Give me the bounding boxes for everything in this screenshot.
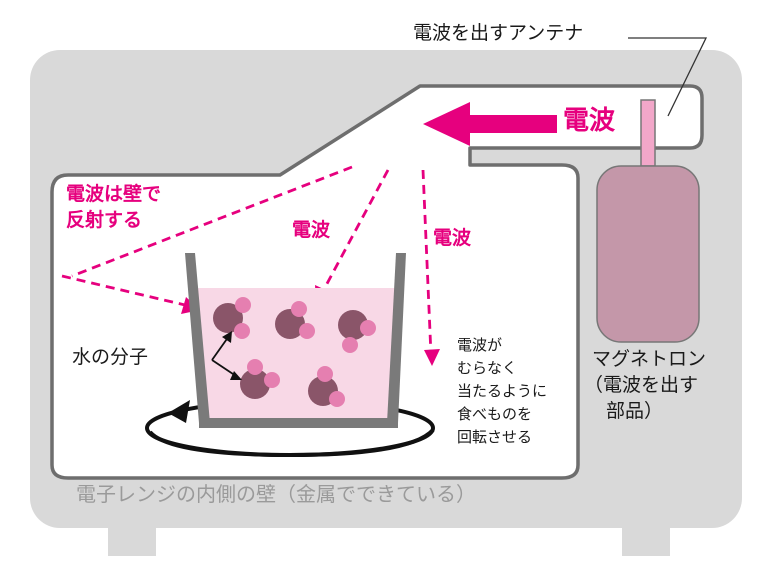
microwave-foot-left <box>108 524 156 556</box>
wave-arrow-head <box>423 102 470 146</box>
water-pointer-2 <box>211 359 237 377</box>
antenna-leader-line <box>628 37 708 117</box>
label-water-molecule: 水の分子 <box>72 346 149 368</box>
label-magnetron-line2: （電波を出す <box>584 374 699 396</box>
cup-wall-right <box>387 253 406 423</box>
label-wave-b: 電波 <box>433 227 472 249</box>
label-rotate-line3: 当たるように <box>457 382 548 400</box>
label-reflect-line2: 反射する <box>66 209 143 231</box>
label-inner-wall: 電子レンジの内側の壁（金属でできている） <box>76 482 476 506</box>
water-molecule <box>240 359 280 399</box>
label-antenna: 電波を出すアンテナ <box>413 22 584 44</box>
wave-path-reflect-2 <box>61 274 186 307</box>
water-pointer-2-head <box>230 371 242 380</box>
antenna <box>640 99 656 167</box>
water-pointer-1-head <box>222 331 232 343</box>
water-molecule <box>308 366 345 407</box>
label-wave-a: 電波 <box>292 219 331 241</box>
label-magnetron-line3: 部品） <box>606 400 664 422</box>
label-rotate-line1: 電波が <box>457 336 503 354</box>
label-magnetron-line1: マグネトロン <box>592 348 707 370</box>
wave-path-mid <box>320 169 390 294</box>
microwave-foot-right <box>622 524 670 556</box>
label-rotate-line5: 回転させる <box>457 428 533 446</box>
wave-path-reflect-1 <box>71 165 353 278</box>
label-wave-main: 電波 <box>563 106 616 136</box>
water-pointer-1 <box>211 335 230 361</box>
wave-arrowhead-right <box>424 349 440 366</box>
magnetron <box>596 165 700 343</box>
water-molecule <box>213 297 251 339</box>
cup-wall-left <box>185 253 210 423</box>
wave-path-right <box>421 169 433 356</box>
water-molecule <box>275 301 315 339</box>
rotation-arrowhead <box>168 400 190 423</box>
label-rotate-line4: 食べものを <box>457 405 533 423</box>
wave-arrow-shaft <box>465 115 557 133</box>
cup-bottom <box>199 418 398 428</box>
turntable-rotation-front <box>148 428 435 458</box>
label-rotate-line2: むらなく <box>457 359 518 377</box>
water-molecules <box>213 297 376 407</box>
label-reflect-line1: 電波は壁で <box>66 183 162 205</box>
water-molecule <box>338 310 376 353</box>
wave-paths <box>61 165 433 356</box>
